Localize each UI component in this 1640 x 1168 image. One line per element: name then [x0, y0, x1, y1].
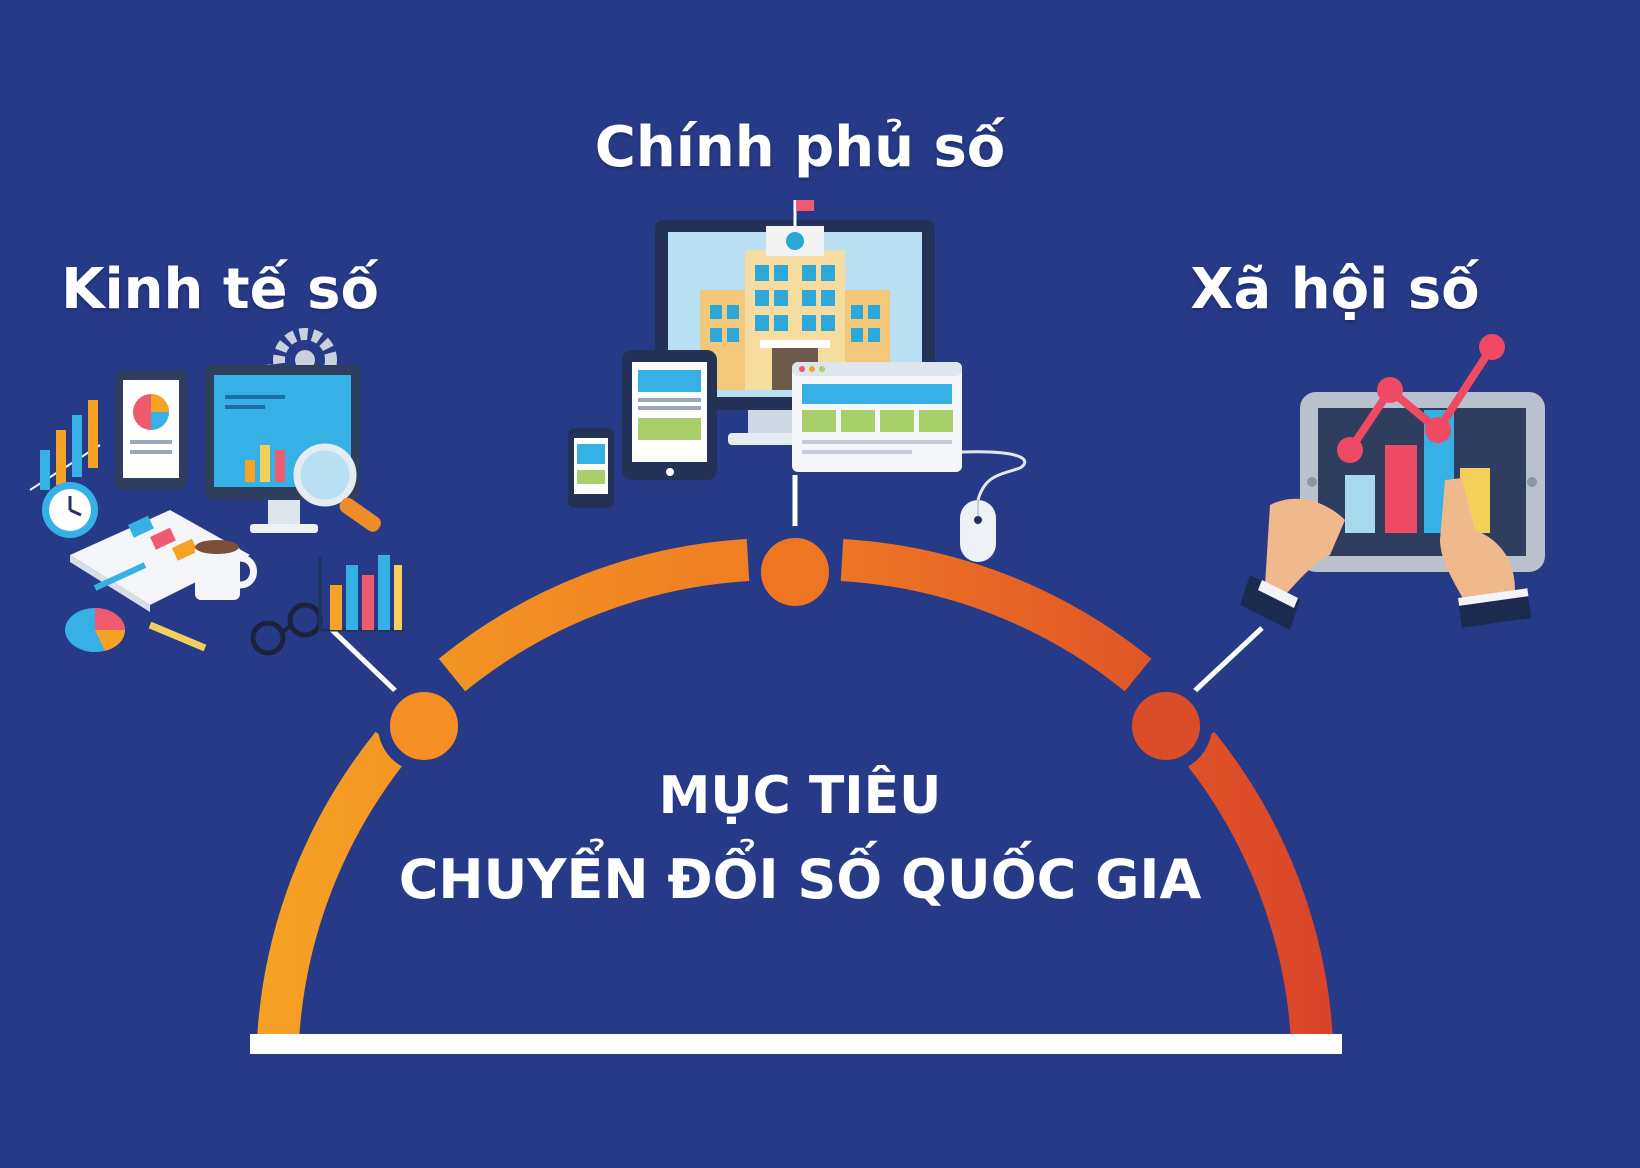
business-analytics-illustration-icon	[29, 328, 405, 656]
arc-segment-upper-right	[840, 539, 1152, 692]
label-economy-pillar: Kinh tế số	[61, 257, 379, 322]
goal-arc	[257, 539, 1333, 1042]
arc-segment-right	[1181, 731, 1333, 1042]
goal-title-line1: MỤC TIÊU	[658, 766, 942, 826]
arc-segment-upper-left	[438, 539, 750, 692]
label-society-pillar: Xã hội số	[1190, 257, 1480, 322]
arc-nodes	[378, 526, 1212, 772]
node-economy	[378, 680, 470, 772]
connector-economy	[328, 626, 407, 702]
arc-segment-left	[257, 731, 409, 1042]
label-government-pillar: Chính phủ số	[594, 115, 1006, 180]
node-society	[1120, 680, 1212, 772]
government-building-devices-icon	[568, 200, 1027, 562]
connector-society	[1183, 626, 1264, 702]
tablet-chart-hands-icon	[1240, 334, 1545, 630]
node-government	[749, 526, 841, 618]
base-line	[250, 1034, 1342, 1054]
goal-title-line2: CHUYỂN ĐỔI SỐ QUỐC GIA	[398, 848, 1202, 911]
